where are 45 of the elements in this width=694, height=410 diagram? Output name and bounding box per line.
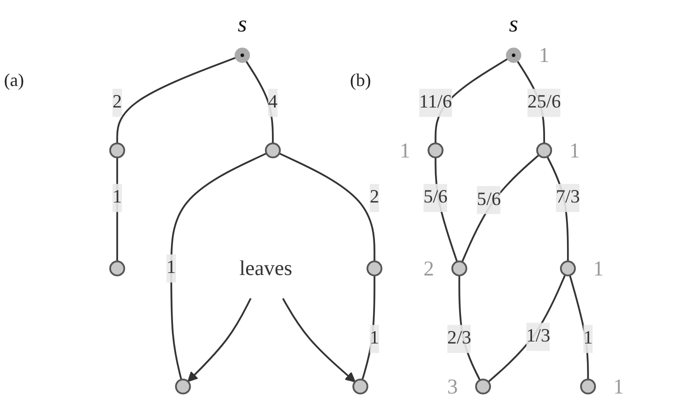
vertex-circle [366, 260, 382, 276]
node-label: 1 [593, 256, 604, 280]
vertex-circle [451, 260, 468, 276]
vertex-circle [109, 142, 126, 158]
node-label: s [509, 12, 518, 38]
node-label: 1 [400, 138, 410, 162]
edge-label: 1/3 [526, 322, 550, 351]
edge-label: 1 [370, 324, 380, 354]
text-label: leaves [239, 256, 292, 280]
vertex-circle [352, 378, 368, 394]
panel-label: (a) [4, 70, 24, 91]
vertex-circle [109, 260, 126, 276]
node-label: 1 [569, 138, 580, 162]
edge-label: 25/6 [527, 88, 561, 117]
edge-line [116, 56, 236, 144]
vertex-circle [428, 142, 444, 158]
edge-label: 7/3 [556, 184, 580, 212]
node-label: 1 [613, 374, 624, 398]
vertex-circle [580, 378, 596, 394]
node-label: s [238, 12, 247, 38]
edge-label: 5/6 [476, 186, 501, 214]
edge-label: 11/6 [419, 88, 452, 117]
vertex-circle [536, 142, 552, 158]
edge-label: 4 [268, 88, 278, 117]
node-label: 2 [423, 256, 434, 280]
edge-line [282, 298, 356, 382]
edge-line [278, 152, 376, 262]
edge-label: 2 [112, 88, 122, 117]
node-label: 3 [447, 374, 458, 398]
vertex-circle [175, 378, 191, 394]
vertex-circle [475, 378, 491, 394]
edge-line [170, 152, 267, 380]
panel-label: (b) [350, 70, 371, 91]
node-label: 1 [538, 43, 550, 68]
edge-label: 2/3 [447, 324, 472, 354]
edge-line [187, 298, 252, 382]
vertex-circle [506, 48, 522, 63]
edge-label: 5/6 [424, 184, 448, 212]
vertex-circle [264, 142, 281, 158]
edge-label: 1 [583, 324, 593, 354]
edge-label: 1 [166, 254, 176, 283]
edge-label: 2 [370, 184, 380, 212]
vertex-circle [234, 48, 250, 63]
edge-label: 1 [112, 184, 122, 212]
vertex-circle [560, 260, 576, 276]
